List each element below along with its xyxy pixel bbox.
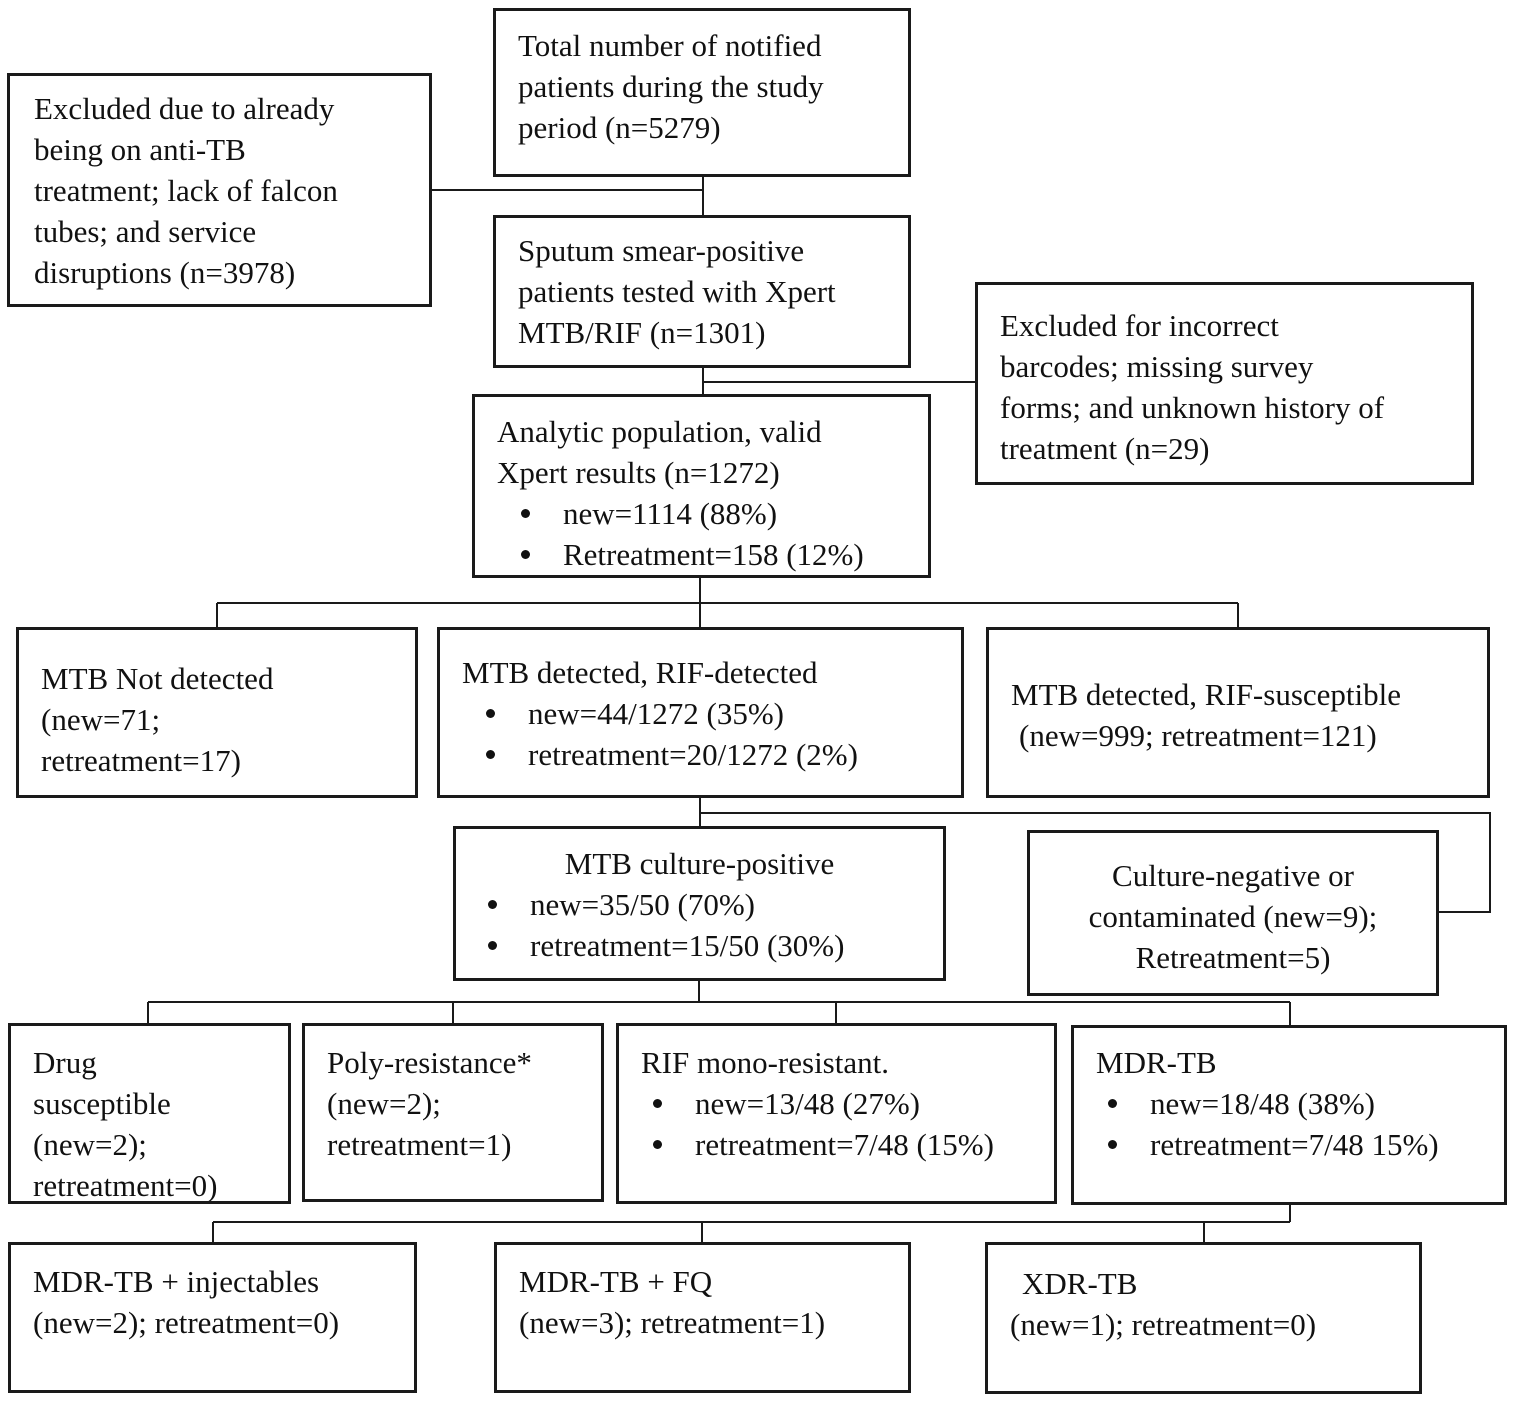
culture-positive-box: MTB culture-positive new=35/50 (70%) ret… [453, 826, 946, 981]
box-line: MDR-TB + FQ [519, 1264, 713, 1299]
bullet-list: new=44/1272 (35%) retreatment=20/1272 (2… [462, 693, 961, 775]
analytic-population-box: Analytic population, valid Xpert results… [472, 394, 931, 578]
box-line: barcodes; missing survey [1000, 349, 1314, 384]
bullet-list: new=18/48 (38%) retreatment=7/48 15%) [1096, 1083, 1504, 1165]
box-line: MTB detected, RIF-detected [462, 655, 818, 690]
box-line: being on anti-TB [34, 132, 246, 167]
box-line: MTB/RIF (n=1301) [518, 315, 766, 350]
box-line: RIF mono-resistant. [641, 1045, 889, 1080]
box-line: disruptions (n=3978) [34, 255, 296, 290]
drug-susceptible-box: Drug susceptible (new=2); retreatment=0) [8, 1023, 291, 1204]
bullet-list: new=35/50 (70%) retreatment=15/50 (30%) [456, 884, 943, 966]
box-line: MDR-TB [1096, 1045, 1217, 1080]
rif-detected-box: MTB detected, RIF-detected new=44/1272 (… [437, 627, 964, 798]
box-line: retreatment=0) [33, 1168, 218, 1203]
box-line: contaminated (new=9); [1088, 899, 1378, 934]
box-line: Poly-resistance* [327, 1045, 532, 1080]
bullet-item: retreatment=15/50 (30%) [488, 925, 943, 966]
box-line: Retreatment=5) [1135, 940, 1331, 975]
box-line: MTB detected, RIF-susceptible [1011, 677, 1401, 712]
mdr-tb-box: MDR-TB new=18/48 (38%) retreatment=7/48 … [1071, 1025, 1507, 1205]
box-line: patients tested with Xpert [518, 274, 836, 309]
box-line: Culture-negative or [1112, 858, 1354, 893]
box-line: tubes; and service [34, 214, 257, 249]
box-line: Total number of notified [518, 28, 822, 63]
box-line: Xpert results (n=1272) [497, 455, 780, 490]
box-line: (new=999; retreatment=121) [1019, 718, 1377, 753]
box-line: patients during the study [518, 69, 824, 104]
connector-culture-negative [700, 812, 1491, 913]
rif-mono-resistant-box: RIF mono-resistant. new=13/48 (27%) retr… [616, 1023, 1057, 1204]
box-line: MTB Not detected [41, 661, 274, 696]
box-line: Sputum smear-positive [518, 233, 805, 268]
box-line: Analytic population, valid [497, 414, 822, 449]
box-line: MTB culture-positive [564, 846, 835, 881]
box-line: susceptible [33, 1086, 171, 1121]
rif-susceptible-box: MTB detected, RIF-susceptible (new=999; … [986, 627, 1490, 798]
bullet-list: new=1114 (88%) Retreatment=158 (12%) [497, 493, 928, 575]
box-line: retreatment=1) [327, 1127, 512, 1162]
mdr-fq-box: MDR-TB + FQ (new=3); retreatment=1) [494, 1242, 911, 1393]
total-notified-box: Total number of notified patients during… [493, 8, 911, 177]
poly-resistance-box: Poly-resistance* (new=2); retreatment=1) [302, 1023, 604, 1202]
bullet-item: retreatment=7/48 15%) [1108, 1124, 1504, 1165]
box-line: treatment; lack of falcon [34, 173, 338, 208]
sputum-tested-box: Sputum smear-positive patients tested wi… [493, 215, 911, 368]
box-line: (new=2); [33, 1127, 147, 1162]
box-line: (new=71; [41, 702, 161, 737]
box-line: Excluded for incorrect [1000, 308, 1279, 343]
mdr-injectables-box: MDR-TB + injectables (new=2); retreatmen… [8, 1242, 417, 1393]
box-line: (new=2); retreatment=0) [33, 1305, 340, 1340]
box-line: (new=2); [327, 1086, 441, 1121]
box-line: period (n=5279) [518, 110, 721, 145]
box-line: Drug [33, 1045, 97, 1080]
bullet-list: new=13/48 (27%) retreatment=7/48 (15%) [641, 1083, 1054, 1165]
xdr-tb-box: XDR-TB (new=1); retreatment=0) [985, 1242, 1422, 1394]
exclusion-box-1: Excluded due to already being on anti-TB… [7, 73, 432, 307]
box-line: (new=1); retreatment=0) [1010, 1307, 1317, 1342]
box-line: Excluded due to already [34, 91, 335, 126]
culture-negative-box: Culture-negative or contaminated (new=9)… [1027, 830, 1439, 996]
bullet-item: new=44/1272 (35%) [486, 693, 961, 734]
box-line: retreatment=17) [41, 743, 241, 778]
bullet-item: Retreatment=158 (12%) [521, 534, 928, 575]
box-line: forms; and unknown history of [1000, 390, 1385, 425]
mtb-not-detected-box: MTB Not detected (new=71; retreatment=17… [16, 627, 418, 798]
bullet-item: new=35/50 (70%) [488, 884, 943, 925]
box-line: XDR-TB [1022, 1266, 1138, 1301]
bullet-item: new=18/48 (38%) [1108, 1083, 1504, 1124]
bullet-item: new=13/48 (27%) [653, 1083, 1054, 1124]
exclusion-box-2: Excluded for incorrect barcodes; missing… [975, 282, 1474, 485]
box-line: (new=3); retreatment=1) [519, 1305, 826, 1340]
bullet-item: retreatment=7/48 (15%) [653, 1124, 1054, 1165]
box-line: treatment (n=29) [1000, 431, 1210, 466]
bullet-item: new=1114 (88%) [521, 493, 928, 534]
bullet-item: retreatment=20/1272 (2%) [486, 734, 961, 775]
box-line: MDR-TB + injectables [33, 1264, 320, 1299]
